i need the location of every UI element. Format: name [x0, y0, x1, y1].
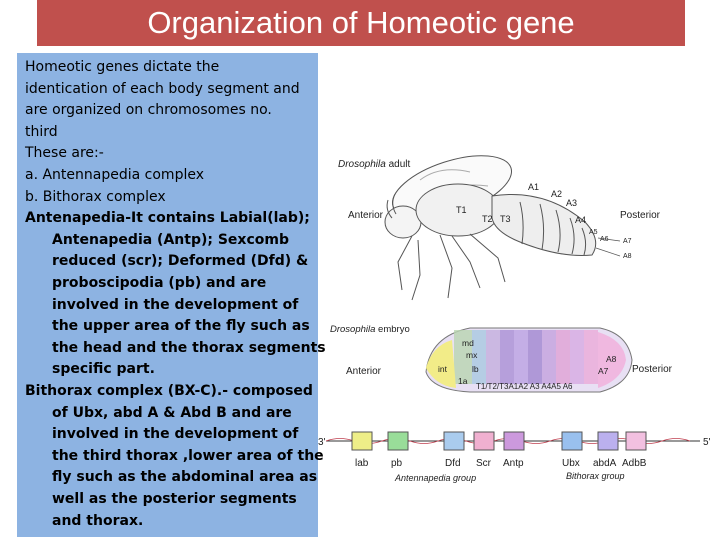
text-line: involved in the development of: [52, 426, 299, 443]
embryo-label: int: [438, 364, 448, 374]
gene-box-lab: [351, 431, 373, 451]
gene-box-pb: [387, 431, 409, 451]
segment-label: A5: [589, 229, 598, 236]
embryo-illustration: [425, 327, 633, 393]
segment-label: T3: [500, 214, 511, 224]
segment-label: A1: [528, 182, 539, 192]
gene-label-abdb: AdbB: [622, 458, 647, 469]
segment-label: A3: [566, 198, 577, 208]
gene-label-lab: lab: [355, 458, 369, 469]
text-line: a. Antennapedia complex: [25, 167, 204, 183]
segment-label: T2: [482, 214, 493, 224]
adult-posterior-label: Posterior: [620, 210, 661, 221]
gene-box-scr: [473, 431, 495, 451]
adult-fly-illustration: [384, 155, 597, 301]
gene-label-abda: abdA: [593, 458, 617, 469]
title-bar: Organization of Homeotic gene: [37, 0, 685, 46]
text-line: involved in the development of: [52, 296, 299, 313]
adult-anterior-label: Anterior: [348, 210, 384, 221]
embryo-anterior-label: Anterior: [346, 366, 382, 377]
embryo-title: Drosophila embryo: [330, 324, 410, 335]
gene-map-5-prime: 5': [703, 437, 711, 448]
segment-label: A6: [600, 236, 609, 243]
text-panel: Homeotic genes dictate the identication …: [17, 53, 326, 537]
bithorax-group-label: Bithorax group: [566, 471, 625, 481]
gene-box-abda: [597, 431, 619, 451]
embryo-label: lb: [472, 364, 479, 374]
drosophila-figure: Drosophila adult Anterior Posterior T1 T…: [318, 140, 720, 540]
text-line: the upper area of the fly such as: [52, 318, 310, 335]
gene-box-antp: [503, 431, 525, 451]
gene-label-pb: pb: [391, 458, 403, 469]
embryo-label: 1a: [458, 376, 468, 386]
gene-label-scr: Scr: [476, 458, 492, 469]
text-line: the third thorax ,lower area of the: [52, 447, 324, 464]
gene-box-dfd: [443, 431, 465, 451]
gene-labels: lab pb Dfd Scr Antp Ubx abdA AdbB: [355, 458, 647, 469]
embryo-label: A8: [606, 354, 617, 364]
gene-box-ubx: [561, 431, 583, 451]
adult-title: Drosophila adult: [338, 159, 410, 170]
text-line: Antenapedia (Antp); Sexcomb: [52, 231, 289, 248]
text-line: Homeotic genes dictate the: [25, 59, 220, 75]
gene-label-ubx: Ubx: [562, 458, 580, 469]
embryo-labels: mx lb md int 1a T1/T2/T3A1A2 A3 A4A5 A6 …: [438, 338, 617, 391]
slide-title: Organization of Homeotic gene: [147, 5, 575, 40]
segment-label: T1: [456, 205, 467, 215]
text-line: third: [25, 123, 58, 140]
embryo-label: A7: [598, 366, 609, 376]
text-line: of Ubx, abd A & Abd B and are: [52, 404, 292, 421]
embryo-label: mx: [466, 350, 478, 360]
text-line: fly such as the abdominal area as: [52, 469, 318, 486]
text-line: b. Bithorax complex: [25, 188, 166, 205]
gene-box-abdb: [625, 431, 647, 451]
antennapedia-group-label: Antennapedia group: [394, 473, 476, 483]
embryo-segment-row: T1/T2/T3A1A2 A3 A4A5 A6: [476, 382, 573, 391]
text-line: proboscipodia (pb) and are: [52, 275, 267, 291]
text-line: the head and the thorax segments: [52, 339, 326, 356]
embryo-posterior-label: Posterior: [632, 364, 673, 375]
segment-label: A4: [575, 215, 586, 225]
text-line: Bithorax complex (BX-C).- composed: [25, 383, 313, 399]
gene-map-3-prime: 3': [318, 437, 326, 448]
text-line: Antenapedia-It contains Labial(lab);: [25, 210, 310, 227]
text-line: and thorax.: [52, 512, 144, 529]
text-line: identication of each body segment and: [25, 80, 300, 97]
text-line: reduced (scr); Deformed (Dfd) &: [52, 253, 309, 270]
text-line: specific part.: [52, 361, 155, 378]
segment-label: A8: [623, 253, 632, 260]
text-line: well as the posterior segments: [52, 491, 297, 507]
gene-label-dfd: Dfd: [445, 458, 461, 469]
gene-label-antp: Antp: [503, 458, 524, 469]
text-line: These are:-: [25, 145, 104, 162]
embryo-label: md: [462, 338, 474, 348]
text-line: are organized on chromosomes no.: [25, 102, 272, 119]
segment-label: A7: [623, 238, 632, 245]
adult-segment-labels: T1 T2 T3 A1 A2 A3 A4 A5 A6 A7 A8: [456, 182, 632, 260]
adult-leader-lines: [595, 237, 621, 257]
segment-label: A2: [551, 189, 562, 199]
figure-svg: Drosophila adult Anterior Posterior T1 T…: [318, 155, 711, 483]
